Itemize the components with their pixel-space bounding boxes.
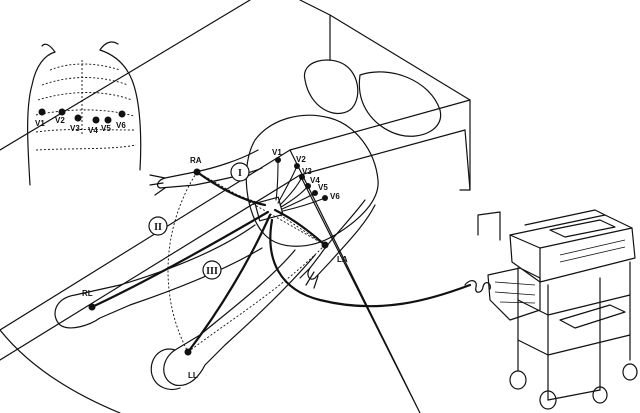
- lead-wires: [90, 159, 472, 354]
- junction-box: [254, 196, 284, 222]
- label-rl: RL: [82, 289, 93, 298]
- inset-label-v5: V5: [101, 124, 111, 133]
- label-v2: V2: [296, 155, 306, 164]
- inset-label-v2: V2: [55, 116, 65, 125]
- label-ll: LL: [188, 371, 198, 380]
- electrode-la: [321, 241, 329, 249]
- ecg-machine-cart: [464, 209, 638, 410]
- label-v4: V4: [310, 176, 320, 185]
- svg-text:III: III: [206, 266, 218, 277]
- label-v3: V3: [302, 167, 312, 176]
- patient-body: [54, 59, 379, 391]
- svg-text:I: I: [238, 168, 242, 179]
- electrode-v3: [299, 174, 305, 180]
- svg-text:II: II: [154, 222, 162, 233]
- electrode-v1: [275, 157, 281, 163]
- electrode-ll: [184, 348, 192, 356]
- electrode-dots: [88, 157, 329, 356]
- electrode-v5: [312, 190, 318, 196]
- label-v5: V5: [318, 183, 328, 192]
- lead-ii-marker: II: [148, 216, 168, 236]
- inset-label-v6: V6: [116, 121, 126, 130]
- electrode-v6: [322, 195, 328, 201]
- bed: [0, 0, 471, 413]
- electrode-ra: [193, 168, 201, 176]
- lead-iii-marker: III: [202, 260, 222, 280]
- label-v6: V6: [330, 192, 340, 201]
- inset-label-v4: V4: [88, 126, 98, 135]
- electrode-rl: [88, 303, 96, 311]
- electrode-v4: [305, 183, 311, 189]
- label-la: LA: [337, 255, 348, 264]
- label-v1: V1: [272, 148, 282, 157]
- inset-label-v3: V3: [70, 124, 80, 133]
- lead-i-marker: I: [230, 162, 250, 182]
- inset-label-v1: V1: [35, 119, 45, 128]
- electrode-v2: [294, 163, 300, 169]
- chest-inset: V1 V2 V3 V4 V5 V6: [27, 41, 142, 186]
- label-ra: RA: [190, 156, 202, 165]
- pillow: [358, 71, 442, 137]
